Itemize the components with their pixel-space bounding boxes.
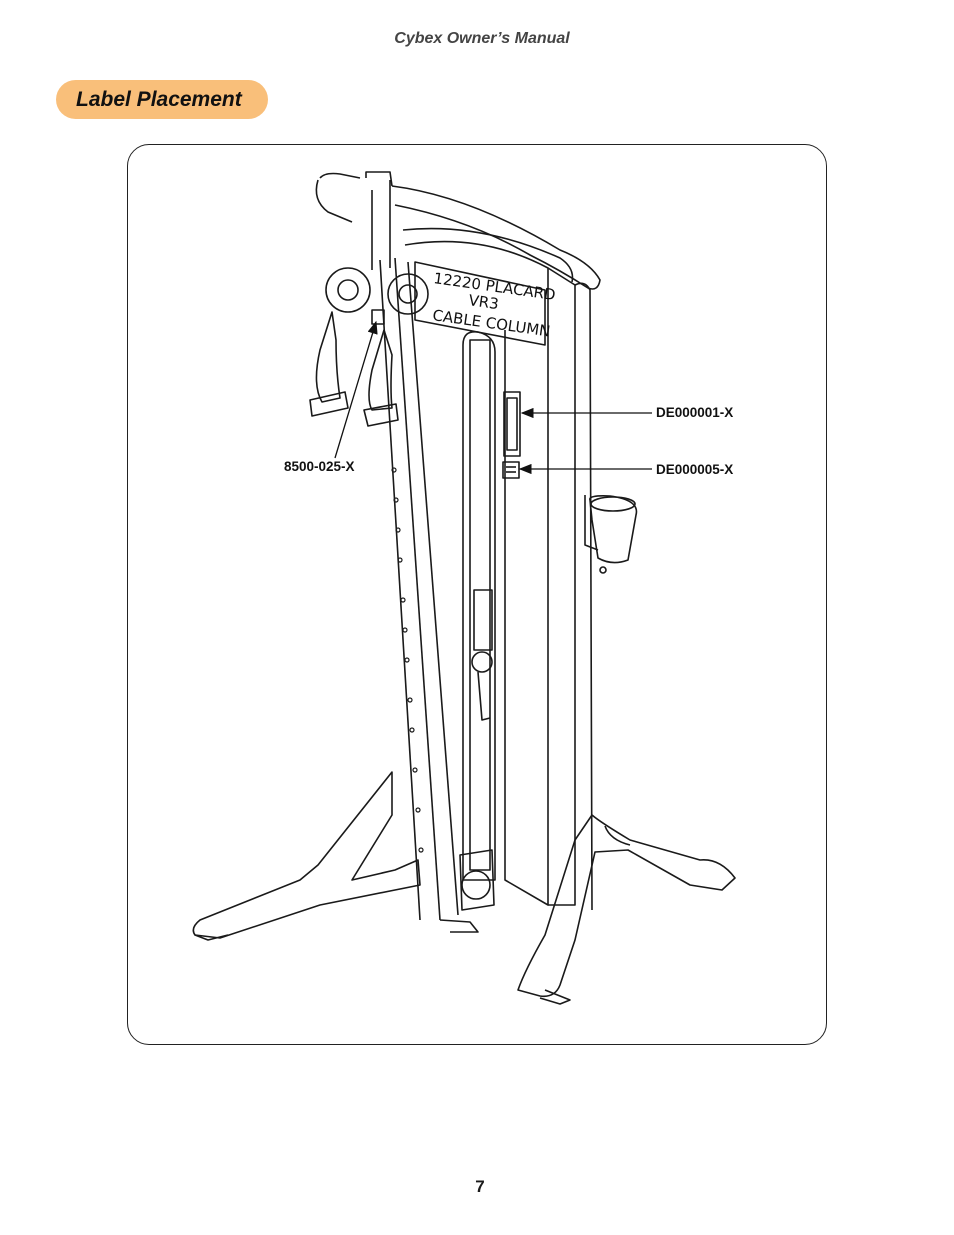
running-header: Cybex Owner’s Manual bbox=[394, 30, 570, 47]
left-base-leg bbox=[192, 771, 421, 939]
figure-frame bbox=[127, 144, 827, 1045]
handle-right bbox=[368, 329, 393, 411]
section-heading-text: Label Placement bbox=[76, 87, 242, 111]
handle-left bbox=[315, 311, 341, 403]
bottom-pulley bbox=[461, 870, 491, 900]
callout-8500-025: 8500-025-X bbox=[284, 459, 355, 474]
placard-line-2: VR3 bbox=[467, 291, 499, 313]
weight-stack-slot bbox=[462, 330, 496, 881]
upper-right-pulley bbox=[387, 273, 429, 315]
leader-8500-025 bbox=[334, 320, 378, 459]
upper-left-pulley bbox=[325, 267, 371, 313]
cup-holder bbox=[589, 495, 638, 564]
top-frame-tube bbox=[319, 172, 361, 179]
section-heading: Label Placement bbox=[56, 80, 268, 119]
callout-de000001: DE000001-X bbox=[656, 405, 734, 420]
callout-de000005: DE000005-X bbox=[656, 462, 734, 477]
adjustment-holes bbox=[391, 467, 424, 853]
page-number: 7 bbox=[475, 1177, 485, 1196]
label-de000001 bbox=[503, 391, 521, 457]
selector-knob bbox=[471, 651, 493, 673]
right-base-leg bbox=[517, 814, 736, 998]
